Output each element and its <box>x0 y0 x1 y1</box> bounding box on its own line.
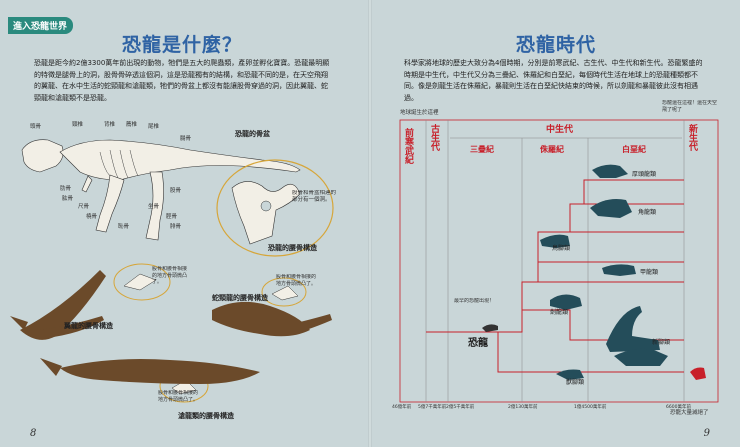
skeleton-label: 頸椎 <box>72 120 84 128</box>
pterosaur-wing <box>20 270 106 340</box>
ankylosaur-silhouette <box>602 264 636 276</box>
note-bird: 恐龍還在這裡！還在天空飛了呢了 <box>662 100 717 113</box>
skeleton-label: 恥骨 <box>118 222 130 230</box>
dinosaur-timeline-diagram: 前寒武紀 古生代 中生代 新生代 三疊紀 侏羅紀 白堊紀 <box>392 100 719 416</box>
hip-socket <box>260 200 272 212</box>
dinosaur-silhouettes <box>540 164 668 380</box>
axis-tick: 6600萬年前 <box>666 403 691 410</box>
skeleton-label: 頭骨 <box>30 123 42 130</box>
ceratopsian-silhouette <box>590 199 632 218</box>
plesiosaur-hip-bone <box>271 285 299 301</box>
period-triassic: 三疊紀 <box>470 144 494 154</box>
mosasaur-tail <box>40 358 62 376</box>
dinosaur-anatomy-illustration: 頭骨 頸椎 背椎 肋骨 薦椎 尾椎 肱骨 尺骨 橈骨 恥骨 坐骨 股骨 脛骨 腓… <box>10 120 336 420</box>
note-origin: 地球誕生於這裡 <box>400 108 439 116</box>
intro-paragraph-right: 科學家將地球的歷史大致分為4個時期，分別是前寒武紀、古生代、中生代和新生代。恐龍… <box>404 59 703 102</box>
axis-tick: 2億130萬年前 <box>508 403 538 410</box>
group-label: 甲龍類 <box>640 268 658 276</box>
book-spine <box>368 0 372 447</box>
sauropod-silhouette <box>606 306 660 352</box>
hip-callout-text: 股骨和骨盆相連的部分有一個洞。 <box>292 190 336 203</box>
axis-tick-labels: 46億年前 5億7千萬年前 2億5千萬年前 2億130萬年前 1億4500萬年前… <box>392 403 691 410</box>
period-jurassic: 侏羅紀 <box>540 144 564 154</box>
era-mesozoic: 中生代 <box>546 123 573 135</box>
pterosaur-callout-ring <box>113 263 171 301</box>
trex-skeleton <box>21 139 301 241</box>
root-label: 恐龍 <box>468 336 488 349</box>
mosasaur-body <box>60 359 260 384</box>
caption-pterosaur: 翼龍的腰骨構造 <box>63 321 114 330</box>
page-title-left: 恐龍是什麼？ <box>122 34 243 56</box>
group-labels: 厚頭龍類 角龍類 鳥腳類 甲龍類 劍龍類 新腳類 獸腳類 <box>550 170 670 386</box>
plesiosaur-callout-ring <box>261 277 307 307</box>
page-number-right: 9 <box>703 428 710 439</box>
pterosaur-note: 股骨和腰骨相接的地方骨頭微凸了。 <box>152 266 187 285</box>
skeleton-label: 尺骨 <box>78 203 90 210</box>
axis-tick: 2億5千萬年前 <box>446 403 475 410</box>
theropod-silhouette <box>614 348 668 366</box>
skeleton-label: 腸骨 <box>180 135 192 142</box>
period-cretaceous: 白堊紀 <box>622 144 646 154</box>
caption-plesiosaur: 蛇頸龍的腰骨構造 <box>212 293 269 302</box>
right-page: 恐龍時代 科學家將地球的歷史大致分為4個時期，分別是前寒武紀、古生代、中生代和新… <box>370 0 740 447</box>
plesiosaur-body <box>212 301 310 337</box>
axis-tick: 46億年前 <box>392 403 412 410</box>
skeleton-label: 橈骨 <box>86 212 98 220</box>
first-dino-silhouette <box>482 324 498 332</box>
dino-hip-bone <box>231 181 301 245</box>
skeleton-label: 股骨 <box>170 187 182 194</box>
era-dividers <box>425 120 685 402</box>
axis-tick: 5億7千萬年前 <box>418 403 447 410</box>
skeleton-label: 肱骨 <box>62 194 74 202</box>
timeline-frame <box>399 119 719 403</box>
intro-paragraph-left: 恐龍是距今約2億3300萬年前出現的動物，牠們是五大的爬蟲類，產卵並孵化寶寶。恐… <box>34 59 330 102</box>
ornithopod-silhouette <box>540 234 570 248</box>
pachycephalosaur-silhouette <box>592 164 628 178</box>
note-extinction: 恐龍大量滅絕了 <box>670 408 709 416</box>
skeleton-label: 尾椎 <box>148 122 160 130</box>
skeleton-label: 背椎 <box>104 120 116 128</box>
page-title-right: 恐龍時代 <box>516 34 597 56</box>
era-cenozoic: 新生代 <box>687 124 697 151</box>
pterosaur-body <box>40 316 104 338</box>
mosasaur-note: 股骨和腰骨相接的地方骨頭微凸了。 <box>158 390 198 403</box>
group-label: 角龍類 <box>638 208 656 216</box>
skeleton-labels: 頭骨 頸椎 背椎 肋骨 薦椎 尾椎 肱骨 尺骨 橈骨 恥骨 坐骨 股骨 脛骨 腓… <box>30 120 192 230</box>
plesiosaur-neck <box>300 314 332 330</box>
small-theropod-silhouette <box>556 369 584 380</box>
pterosaur-hip-bone <box>123 273 157 291</box>
skeleton-label: 脛骨 <box>166 213 178 220</box>
caption-dino-hip-small: 恐龍的骨盆 <box>235 129 271 138</box>
stegosaur-silhouette <box>550 294 582 310</box>
skeleton-label: 坐骨 <box>148 202 160 210</box>
skeleton-label: 腓骨 <box>170 222 182 230</box>
note-first-dino: 最早的恐龍出現！ <box>454 298 494 304</box>
group-label: 新腳類 <box>652 338 670 346</box>
era-precambrian: 前寒武紀 <box>403 128 413 164</box>
era-paleozoic: 古生代 <box>429 124 439 151</box>
left-page: 進入恐龍世界 恐龍是什麼？ 恐龍是距今約2億3300萬年前出現的動物，牠們是五大… <box>8 17 336 439</box>
pterosaur-head <box>10 316 28 330</box>
plesiosaur-note: 股骨和腰骨相接的地方骨頭微凸了。 <box>276 274 316 287</box>
section-tag: 進入恐龍世界 <box>8 17 74 34</box>
caption-dino-hip: 恐龍的腰骨構造 <box>268 243 318 252</box>
caption-mosasaur: 滄龍類的腰骨構造 <box>178 411 235 420</box>
axis-tick: 1億4500萬年前 <box>574 403 607 410</box>
phylogeny-lines <box>426 179 684 373</box>
group-label: 厚頭龍類 <box>632 170 656 178</box>
group-label: 劍龍類 <box>550 308 568 316</box>
hip-callout-ring <box>216 159 334 257</box>
group-label: 獸腳類 <box>566 378 584 386</box>
group-label: 鳥腳類 <box>552 244 570 252</box>
skeleton-label: 肋骨 <box>60 184 72 192</box>
page-number-left: 8 <box>30 428 37 439</box>
skeleton-label: 薦椎 <box>126 120 138 128</box>
bird-icon <box>690 367 706 380</box>
